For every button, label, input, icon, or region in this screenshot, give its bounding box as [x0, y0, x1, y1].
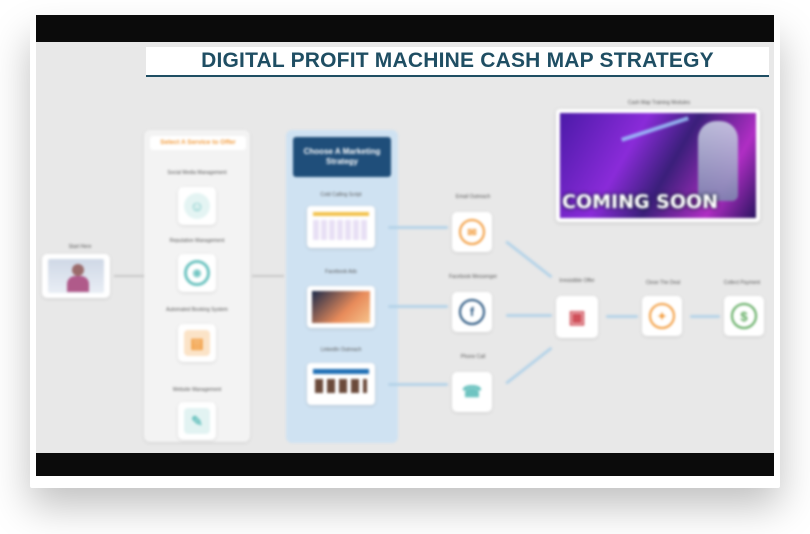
marketing-label-3: LinkedIn Outreach — [320, 347, 362, 353]
service-item-website[interactable]: ✎ — [178, 402, 216, 440]
service-item-booking[interactable]: ▤ — [178, 324, 216, 362]
calendar-icon: ▤ — [184, 330, 210, 356]
connector-service — [252, 275, 284, 277]
offer-label: Irresistible Offer — [559, 278, 595, 284]
diagram-canvas: Start Here Select A Service to Offer Soc… — [36, 42, 774, 453]
marketing-item-linkedin[interactable] — [307, 363, 375, 405]
coming-soon-caption: Cash Map Training Modules — [627, 100, 691, 106]
arrow-phone — [388, 383, 448, 386]
video-frame: Start Here Select A Service to Offer Soc… — [36, 15, 774, 476]
coming-soon-card[interactable]: COMING SOON — [556, 109, 760, 222]
channel-email[interactable]: ✉ — [452, 212, 492, 252]
dollar-icon: $ — [731, 303, 757, 329]
arrow-messenger-offer — [506, 314, 552, 317]
linkedin-preview-bar — [313, 369, 369, 374]
marketing-item-cold-call[interactable] — [307, 206, 375, 248]
arrow-email — [388, 226, 448, 229]
email-icon: ✉ — [459, 219, 485, 245]
edit-icon: ✎ — [184, 408, 210, 434]
coming-soon-text: COMING SOON — [562, 191, 719, 213]
presenter-thumbnail — [48, 259, 104, 293]
ad-preview-image — [312, 291, 370, 323]
service-label-2: Reputation Management — [169, 238, 225, 244]
service-label-4: Website Management — [172, 387, 222, 393]
arrow-messenger — [388, 305, 448, 308]
service-item-reputation[interactable]: ◉ — [178, 254, 216, 292]
script-preview-bar — [313, 212, 369, 216]
arrow-email-offer — [505, 240, 553, 279]
service-column-header: Select A Service to Offer — [150, 136, 246, 150]
channel-label-2: Facebook Messenger — [448, 274, 498, 280]
service-label-1: Social Media Management — [167, 170, 227, 176]
avatar — [72, 264, 84, 276]
robot-figure — [698, 121, 738, 201]
channel-phone[interactable]: ☎ — [452, 372, 492, 412]
close-node[interactable]: ✦ — [642, 296, 682, 336]
marketing-label-2: Facebook Ads — [325, 269, 357, 275]
phone-icon: ☎ — [462, 384, 482, 401]
gift-icon: ▣ — [568, 306, 586, 327]
coming-soon-image: COMING SOON — [560, 113, 756, 218]
light-streak — [621, 116, 689, 142]
start-card — [42, 254, 110, 298]
script-preview-lines — [313, 220, 369, 240]
arrow-offer-close — [606, 315, 638, 318]
arrow-close-profit — [690, 315, 720, 318]
marketing-label-1: Cold Calling Script — [320, 192, 362, 198]
channel-label-1: Email Outreach — [455, 194, 491, 200]
channel-messenger[interactable]: f — [452, 292, 492, 332]
offer-node[interactable]: ▣ — [556, 296, 598, 338]
service-label-3: Automated Booking System — [166, 307, 228, 313]
blurred-diagram: Start Here Select A Service to Offer Soc… — [36, 42, 774, 453]
service-item-social[interactable]: ☺ — [178, 187, 216, 225]
connector-start — [114, 275, 144, 277]
arrow-phone-offer — [505, 346, 553, 385]
marketing-item-facebook-ads[interactable] — [307, 286, 375, 328]
handshake-icon: ✦ — [649, 303, 675, 329]
people-icon: ☺ — [184, 193, 210, 219]
marketing-column-header: Choose A Marketing Strategy — [293, 137, 391, 177]
channel-label-3: Phone Call — [460, 354, 486, 360]
start-label: Start Here — [68, 244, 92, 250]
page-title: DIGITAL PROFIT MACHINE CASH MAP STRATEGY — [146, 47, 769, 77]
linkedin-preview-faces — [315, 379, 367, 393]
target-icon: ◉ — [184, 260, 210, 286]
close-label: Close The Deal — [645, 280, 681, 286]
avatar-body — [67, 276, 89, 292]
profit-node[interactable]: $ — [724, 296, 764, 336]
profit-label: Collect Payment — [723, 280, 761, 286]
facebook-icon: f — [459, 299, 485, 325]
